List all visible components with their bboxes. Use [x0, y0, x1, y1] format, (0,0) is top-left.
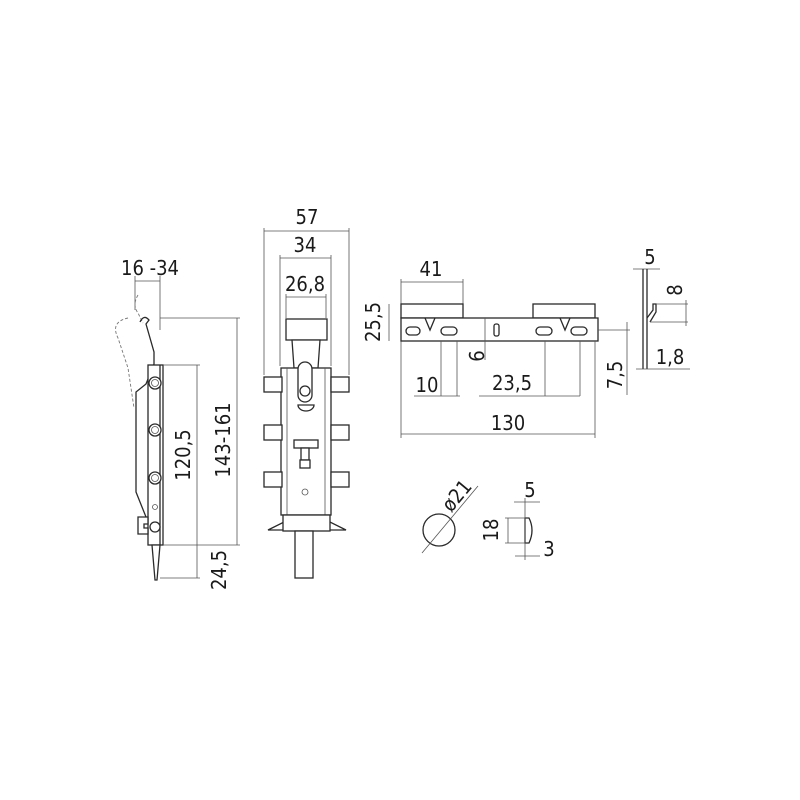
dim-cap-diameter: ø21	[437, 475, 477, 516]
dim-cap-width: 26,8	[285, 272, 325, 296]
dim-flange-width: 5	[644, 245, 655, 269]
dim-bracket-height: 25,5	[361, 302, 385, 342]
dim-flange-height: 8	[663, 284, 687, 295]
cap-view: ø21 18 5 3	[421, 475, 555, 561]
bracket-profile-view: 5 8 1,8	[633, 245, 690, 370]
bracket-view: 41 25,5 6 10 23,5 130 7,5	[361, 257, 630, 438]
dim-slot-length: 10	[416, 373, 439, 397]
dim-thickness: 1,8	[656, 345, 685, 369]
front-view: 57 34 26,8	[263, 205, 350, 579]
dim-cap-height: 18	[479, 519, 503, 542]
dim-slot-height: 7,5	[603, 361, 627, 390]
dim-slot-offset: 6	[465, 350, 489, 361]
side-view: 16 -34 120,5 143-161 24,5	[115, 256, 240, 590]
dim-cap-dome: 3	[543, 537, 554, 561]
dim-plate-width: 41	[420, 257, 443, 281]
dim-height-inner: 120,5	[171, 429, 195, 481]
dim-overall-width: 57	[296, 205, 319, 229]
dim-slot-spacing: 23,5	[492, 371, 532, 395]
dim-body-width: 34	[294, 233, 317, 257]
dim-height-total: 143-161	[211, 402, 235, 477]
dim-bracket-length: 130	[491, 411, 525, 435]
dim-tip-length: 24,5	[207, 550, 231, 590]
dim-width-range: 16 -34	[121, 256, 179, 280]
dim-cap-depth: 5	[524, 478, 535, 502]
